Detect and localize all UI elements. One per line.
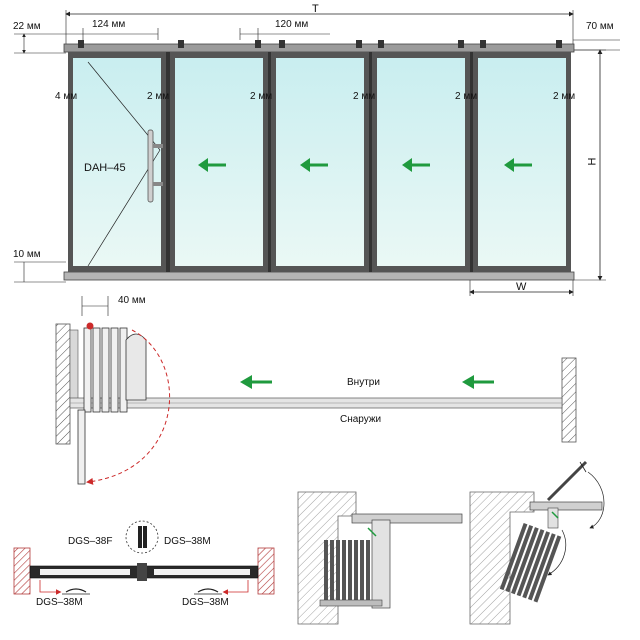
outside-label: Снаружи bbox=[340, 414, 382, 425]
dim-joint-2: 2 мм bbox=[250, 91, 273, 102]
dim-joint-5: 2 мм bbox=[553, 91, 576, 102]
panel-glass-3 bbox=[276, 58, 364, 266]
corner-detail-right bbox=[469, 460, 605, 625]
swing-panel bbox=[77, 409, 86, 485]
dim-left-offset: 22 мм bbox=[13, 21, 41, 32]
dim-joint-1: 2 мм bbox=[147, 91, 170, 102]
arrow-left-icon bbox=[240, 375, 494, 389]
dim-total-label: T bbox=[312, 3, 319, 15]
panel-glass-5 bbox=[478, 58, 566, 266]
stacked-panels bbox=[83, 322, 147, 413]
swing-arc bbox=[86, 329, 171, 485]
left-wall-red bbox=[13, 547, 31, 595]
dim-right-offset: 70 мм bbox=[586, 21, 614, 32]
left-wall bbox=[55, 323, 71, 445]
dim-mid-gap: 120 мм bbox=[275, 19, 309, 30]
dim-joint-3: 2 мм bbox=[353, 91, 376, 102]
dim-bottom-gap: 10 мм bbox=[13, 249, 41, 260]
profile-detail bbox=[13, 520, 275, 595]
profile-label-m-top: DGS–38M bbox=[164, 536, 211, 547]
dim-stack-label: 40 мм bbox=[118, 295, 146, 306]
panel-glass-1 bbox=[73, 58, 161, 266]
right-wall-red bbox=[257, 547, 275, 595]
dim-panel-width-label: W bbox=[516, 281, 527, 293]
top-track bbox=[63, 43, 575, 53]
plan-view bbox=[55, 296, 577, 485]
profile-label-m-left: DGS–38M bbox=[36, 597, 83, 608]
panel-glass-4 bbox=[377, 58, 465, 266]
profile-label-m-right: DGS–38M bbox=[182, 597, 229, 608]
door-handle bbox=[147, 129, 154, 203]
corner-detail-left bbox=[297, 491, 463, 625]
arrow-left-icon bbox=[198, 158, 532, 172]
dim-joint-4: 2 мм bbox=[455, 91, 478, 102]
handle-label: DAH–45 bbox=[84, 162, 126, 174]
dim-left-joint: 4 мм bbox=[55, 91, 78, 102]
dim-height-label: H bbox=[586, 157, 599, 166]
elevation-view bbox=[14, 10, 620, 296]
bottom-track bbox=[63, 271, 575, 281]
inside-label: Внутри bbox=[347, 377, 380, 388]
dim-top-gap: 124 мм bbox=[92, 19, 126, 30]
right-wall bbox=[561, 357, 577, 443]
panel-glass-2 bbox=[175, 58, 263, 266]
panels bbox=[68, 40, 571, 272]
profile-label-f: DGS–38F bbox=[68, 536, 113, 547]
